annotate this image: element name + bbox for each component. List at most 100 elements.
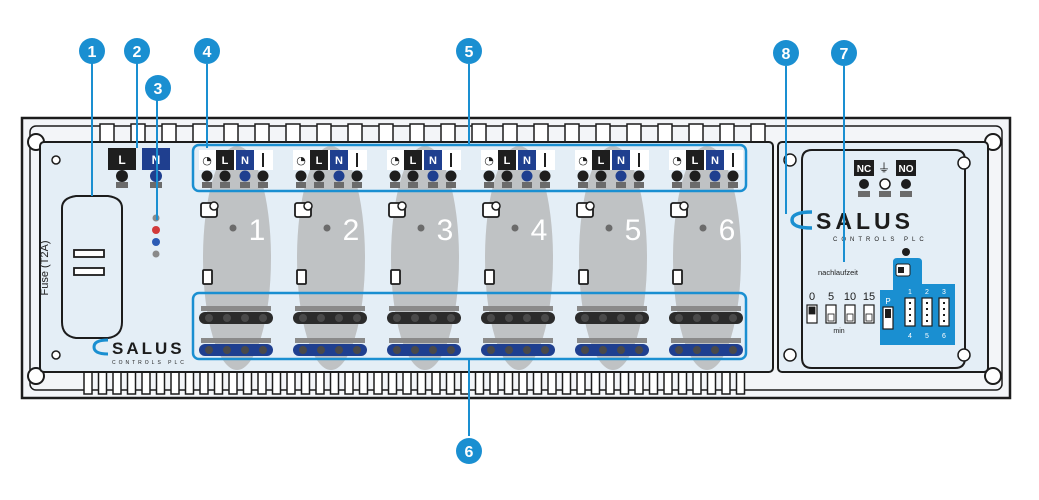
salus-swirl-icon [790,210,813,230]
led-blue-icon [152,238,160,246]
zone-led-icon [417,224,425,232]
top-ridge [688,123,704,143]
dip-switch[interactable] [904,297,916,327]
dip-pump-label: P [885,297,890,306]
cooling-fin [431,371,441,395]
pump-module: NC ⏚ NO SALUS CONTROLS PLC nachlaufzeit … [777,141,989,373]
top-ridge [409,123,425,143]
jumper-icon [296,269,307,285]
power-terminal-l: L [118,153,125,167]
svg-text:7: 7 [840,46,849,63]
main-brand-sub: CONTROLS PLC [112,360,187,366]
actuator-terminal-row [387,344,461,356]
cooling-fin [547,371,557,395]
cooling-fin [721,371,731,395]
zone-led-icon [229,224,237,232]
cooling-fin [402,371,412,395]
cooling-fin [605,371,615,395]
top-ridge [626,123,642,143]
dip-bottom-label: 6 [942,333,946,340]
main-brand-name: SALUS [112,339,185,358]
zone-number: 4 [531,214,548,247]
top-ridge [657,123,673,143]
cooling-fin [648,371,659,395]
overrun-value: 0 [809,291,815,303]
top-ridge [285,123,301,143]
top-ridge [750,123,766,143]
zone-terminal-l: L [504,155,511,167]
cooling-fin [445,371,456,395]
dip-top-label: 2 [925,289,929,296]
svg-text:2: 2 [133,44,142,61]
top-ridge [316,123,332,143]
relay-nc-label: NC [857,164,871,175]
dip-switch[interactable] [921,297,933,327]
clock-icon: ◔ [390,154,400,167]
clock-icon: ◔ [672,154,682,167]
callout-badges: 1 2 3 4 5 6 7 8 [79,38,857,464]
cooling-fin [532,371,543,395]
cooling-fin [634,371,644,395]
fuse-label: Fuse (T2A) [39,240,51,295]
zone-terminal-n: N [241,155,249,167]
zone-led-icon [323,224,331,232]
top-ridge [595,123,611,143]
top-ridge [347,123,363,143]
module-brand-sub: CONTROLS PLC [833,237,928,243]
zone-terminal-l: L [316,155,323,167]
ground-icon: ⏚ [878,161,890,175]
cooling-fin [286,371,296,395]
dip-bottom-label: 5 [925,333,929,340]
cooling-fin [184,371,195,395]
actuator-terminal-row [575,344,649,356]
clock-icon: ◔ [296,154,306,167]
dip-switch-block [880,258,955,345]
cooling-fin [199,371,209,395]
cooling-fin [735,371,746,395]
zone-number: 3 [437,214,454,247]
callout-6: 6 [456,438,482,464]
actuator-terminal-row [387,312,461,324]
actuator-terminal-row [293,344,367,356]
cooling-fin [373,371,383,395]
cooling-fin [416,371,427,395]
led-red-icon [152,226,160,234]
zone-number: 6 [719,214,736,247]
cooling-fin [242,371,253,395]
cooling-fin [677,371,688,395]
jumper-icon [578,269,589,285]
cooling-fin [518,371,528,395]
cooling-fin [257,371,267,395]
callout-3: 3 [145,75,171,101]
actuator-terminal-row [669,344,743,356]
zone-terminal-l: L [410,155,417,167]
svg-text:1: 1 [88,44,97,61]
callout-4: 4 [194,38,220,64]
jumper-icon [484,269,495,285]
svg-text:5: 5 [465,44,474,61]
zone-terminal-n: N [335,155,343,167]
dip-switch[interactable] [938,297,950,327]
dip-top-label: 3 [942,289,946,296]
top-ridge [99,123,115,143]
cooling-fin [141,371,151,395]
jumper-icon [202,269,213,285]
callout-7: 7 [831,40,857,66]
actuator-terminal-row [669,312,743,324]
salus-swirl-icon [92,338,109,356]
svg-text:4: 4 [203,44,212,61]
top-ridge [564,123,580,143]
dip-top-label: 1 [908,289,912,296]
main-brand-logo: SALUS CONTROLS PLC [92,338,187,366]
relay-no-label: NO [899,164,914,175]
cooling-fin [83,371,93,395]
overrun-value: 15 [863,291,875,303]
cooling-fin [692,371,702,395]
cooling-fin [271,371,282,395]
top-ridge [378,123,394,143]
zone-number: 5 [625,214,642,247]
